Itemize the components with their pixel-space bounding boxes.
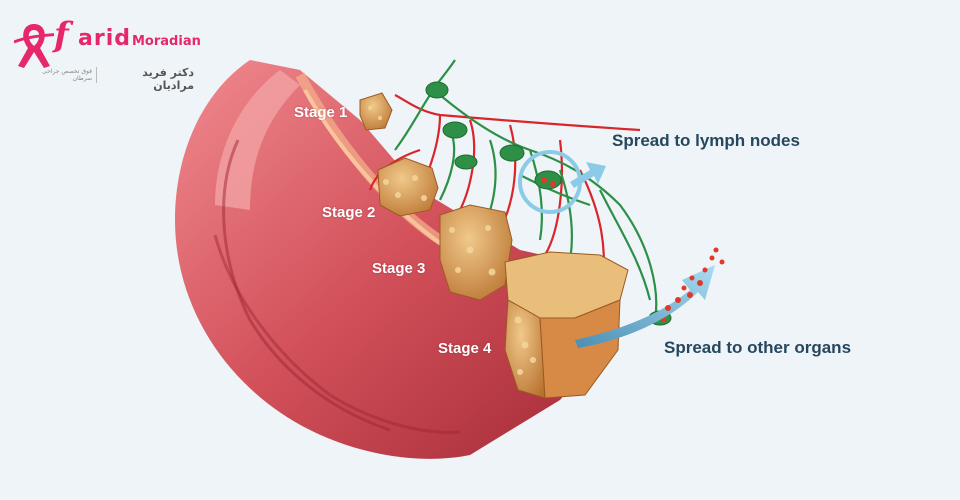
stage-2-label: Stage 2 <box>322 204 376 221</box>
arrow-lymph <box>570 162 606 188</box>
stage-1-label: Stage 1 <box>294 104 348 121</box>
logo-separator <box>96 67 97 83</box>
stage-4-label: Stage 4 <box>438 340 492 357</box>
tumor-stage-2 <box>377 157 439 217</box>
tumor-stage-3 <box>439 204 513 301</box>
logo-name: arid <box>78 26 131 51</box>
tumor-texture <box>368 106 536 375</box>
cancer-cells-in-node <box>541 177 667 323</box>
logo-surname: Moradian <box>132 34 201 49</box>
ribbon-icon <box>14 24 54 68</box>
tumor-stage-1 <box>359 92 393 131</box>
tumor-stage-4 <box>504 251 629 399</box>
arrow-organs <box>575 265 715 348</box>
lymph-node <box>442 121 468 139</box>
brand-logo: f arid Moradian فوق تخصص جراحی سرطان دکت… <box>14 14 201 92</box>
logo-name-fa: دکتر فرید مرادیان <box>142 66 194 92</box>
callout-lymph-nodes: Spread to lymph nodes <box>612 131 800 150</box>
lymph-node <box>534 170 562 190</box>
lymph-node <box>499 144 525 162</box>
lymph-node <box>454 154 478 170</box>
callout-other-organs: Spread to other organs <box>664 338 852 357</box>
logo-subtitle: فوق تخصص جراحی سرطان <box>42 68 92 82</box>
lymph-node <box>425 81 449 99</box>
stage-3-label: Stage 3 <box>372 260 426 277</box>
logo-letter: f <box>54 15 69 55</box>
metastatic-cells <box>665 247 725 311</box>
